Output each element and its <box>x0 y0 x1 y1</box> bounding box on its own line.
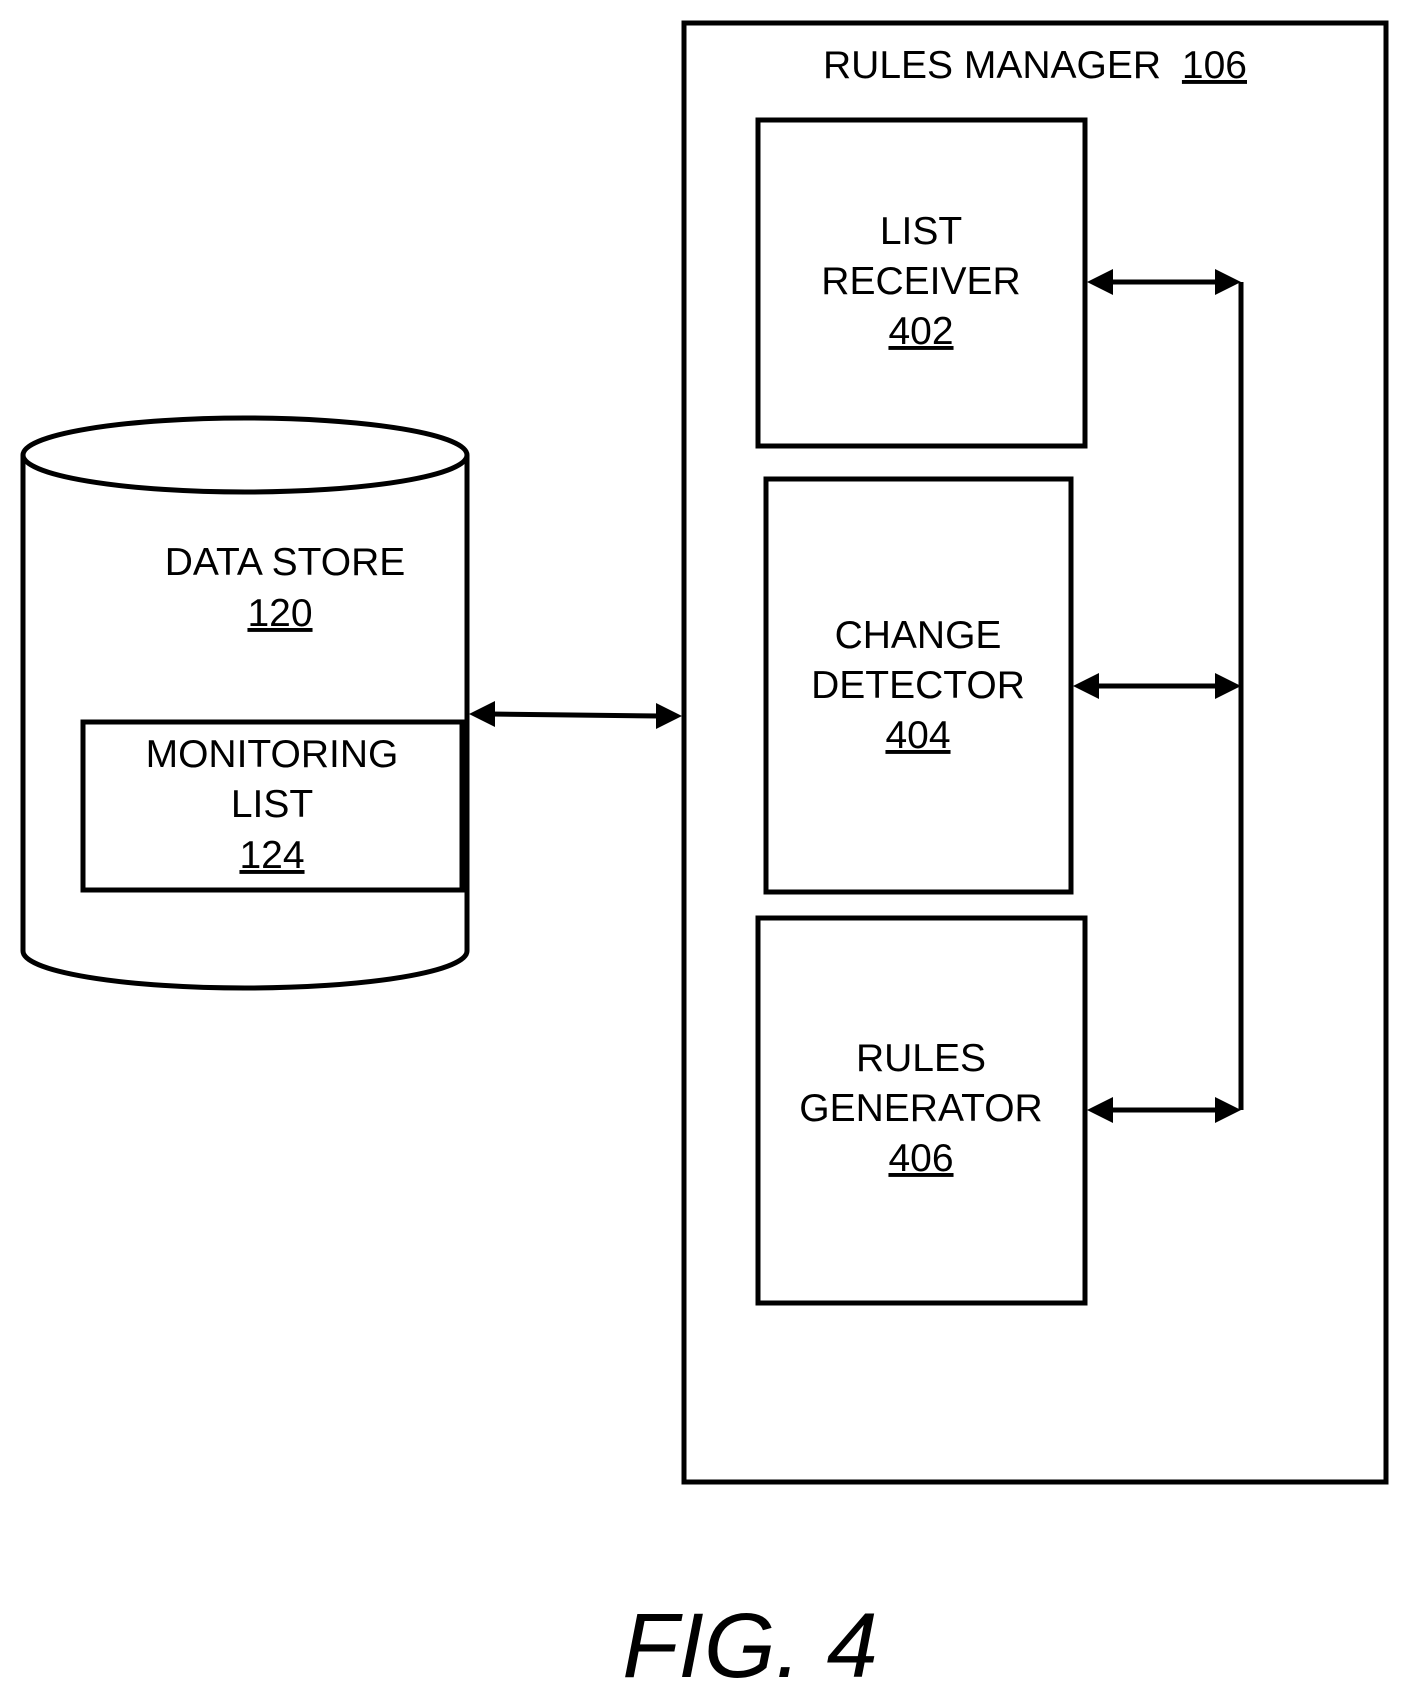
data-store-label: DATA STORE <box>165 541 406 584</box>
change-detector-label-line1: CHANGE <box>835 614 1002 657</box>
rules-generator-ref: 406 <box>888 1137 953 1180</box>
rules-manager-label: RULES MANAGER 106 <box>823 44 1247 87</box>
data-store-cylinder <box>23 418 467 988</box>
rules-manager-name: RULES MANAGER <box>823 44 1161 87</box>
list-receiver-label-line1: LIST <box>880 210 962 253</box>
rules-generator-label-line2: GENERATOR <box>799 1087 1042 1130</box>
monitoring-list-label-line1: MONITORING <box>146 733 399 776</box>
change-detector-label-line2: DETECTOR <box>811 664 1025 707</box>
figure-label: FIG. 4 <box>622 1595 878 1694</box>
rules-generator-label-line1: RULES <box>856 1037 986 1080</box>
list-receiver-ref: 402 <box>888 310 953 353</box>
rules-manager-ref: 106 <box>1182 44 1247 87</box>
data-store-ref: 120 <box>247 592 312 635</box>
list-receiver-label-line2: RECEIVER <box>821 260 1020 303</box>
connector-data-store-rules-manager <box>469 701 682 729</box>
monitoring-list-label-line2: LIST <box>231 783 313 826</box>
change-detector-ref: 404 <box>885 714 950 757</box>
monitoring-list-ref: 124 <box>239 834 304 877</box>
